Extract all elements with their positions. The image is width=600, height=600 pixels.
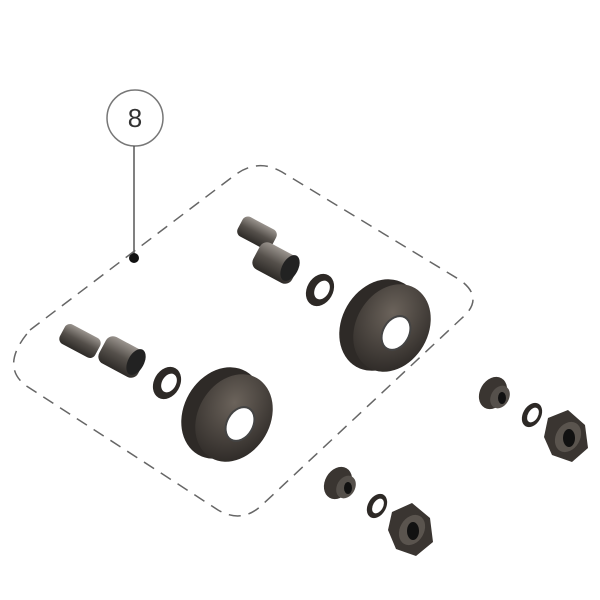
hex-nut-bottom bbox=[388, 503, 433, 556]
washer-right bbox=[521, 402, 543, 428]
callout-circle bbox=[106, 89, 164, 147]
washer-bottom bbox=[366, 493, 388, 519]
washer-upper bbox=[305, 273, 335, 307]
callout-label: 8 bbox=[128, 103, 142, 133]
elbow-fitting-upper bbox=[237, 216, 300, 284]
washer-lower bbox=[152, 366, 182, 400]
hex-nut-right bbox=[544, 410, 588, 462]
group-boundary bbox=[12, 165, 474, 517]
callout: 8 bbox=[106, 89, 164, 263]
elbow-fitting-lower bbox=[59, 324, 146, 378]
wheel-upper bbox=[339, 279, 431, 372]
leader-dot bbox=[129, 253, 139, 263]
wheel-lower bbox=[181, 367, 273, 462]
bushing-right bbox=[478, 376, 510, 410]
bushing-bottom bbox=[323, 466, 356, 500]
